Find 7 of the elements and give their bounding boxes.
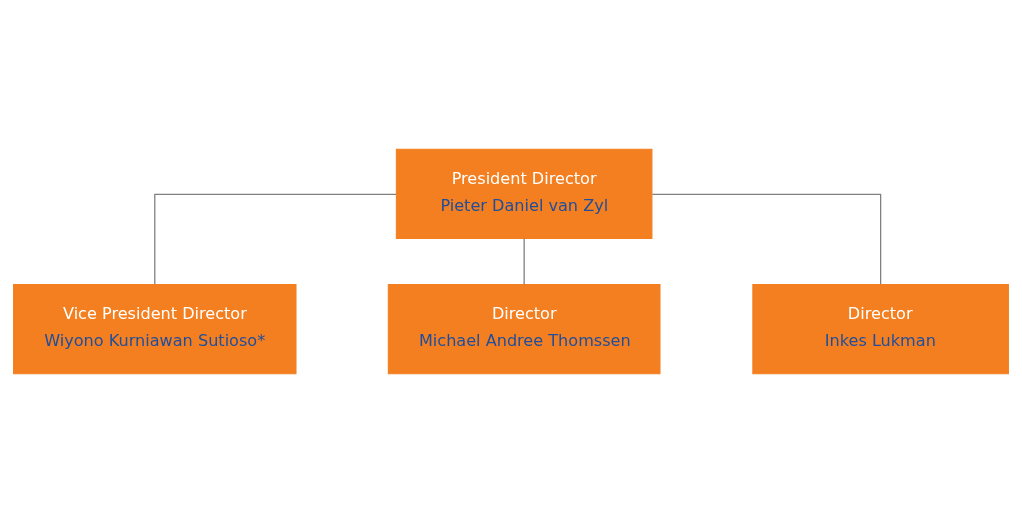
connector	[651, 193, 882, 285]
node-box: Vice President Director Wiyono Kurniawan Sutioso*	[13, 283, 297, 374]
connector	[523, 237, 525, 285]
connector	[154, 193, 397, 285]
node-box: Director Michael Andree Thomssen	[387, 283, 661, 374]
node-box: President Director Pieter Daniel van Zyl	[395, 148, 653, 239]
node-box: Director Inkes Lukman	[752, 283, 1009, 374]
